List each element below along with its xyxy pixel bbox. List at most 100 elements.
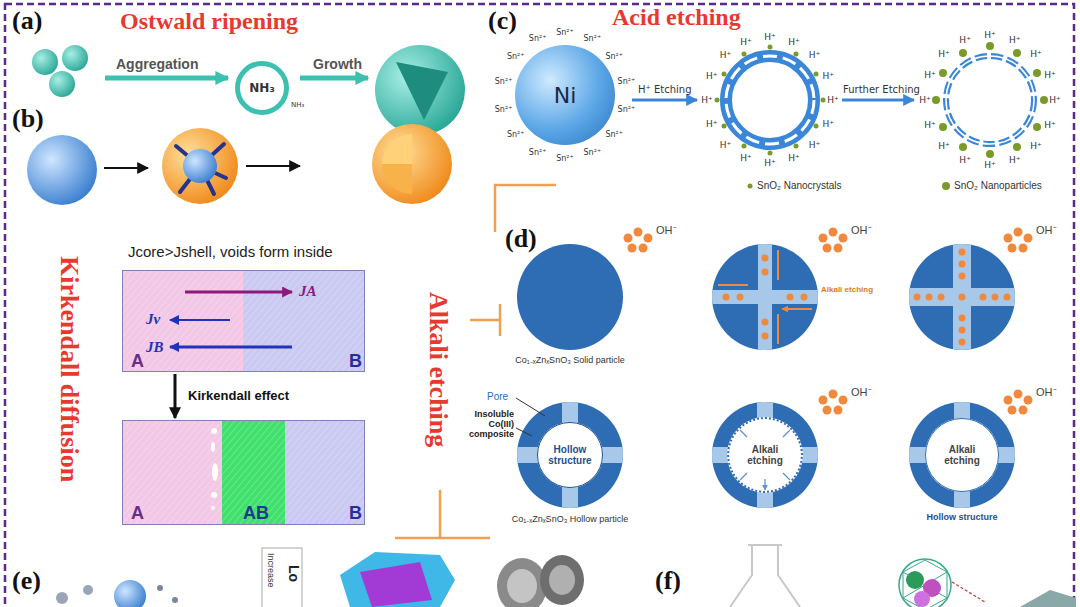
node-text: JA <box>299 283 317 300</box>
nanocrystal <box>794 144 799 149</box>
process-arrow <box>105 76 228 81</box>
ion-label: OH⁻ <box>656 222 677 237</box>
hydroxide-dot <box>762 255 769 262</box>
ion-label: Sn²⁺ <box>556 28 574 37</box>
nanocrystal <box>768 45 773 50</box>
hydroxide-dot <box>1008 406 1017 415</box>
nanoparticle <box>986 150 994 158</box>
nanocrystal <box>715 98 720 103</box>
panel-title: Acid etching <box>612 4 741 31</box>
tem-particle <box>549 565 575 595</box>
ion-label: H⁺ <box>788 37 800 47</box>
hydroxide-dot <box>914 294 921 301</box>
etched-shell <box>726 56 814 144</box>
legend-note: SnO₂ Nanoparticles <box>954 180 1042 191</box>
hydroxide-dot <box>639 244 648 253</box>
etching-particle <box>712 244 818 350</box>
node-text: JB <box>146 339 164 356</box>
legend-dot <box>942 182 950 190</box>
ion-label: H⁺ <box>809 50 821 60</box>
panel-title: Kirkendall diffusion <box>54 256 84 482</box>
hydroxide-dot <box>801 294 808 301</box>
process-arrow <box>300 76 368 81</box>
ion-label: Sn²⁺ <box>507 51 525 60</box>
ion-label: H⁺ <box>809 140 821 150</box>
ion-label: H⁺ <box>1044 120 1056 130</box>
ion-label: H⁺ <box>822 119 834 129</box>
nanocrystals <box>715 45 826 156</box>
nanocrystal <box>794 52 799 57</box>
node-text: Jv <box>146 311 160 328</box>
template-sphere <box>114 580 146 607</box>
ion-label: Sn²⁺ <box>584 34 602 43</box>
axis-label: Lo <box>286 565 302 582</box>
core-sphere <box>183 149 217 183</box>
hydroxide-dot <box>762 319 769 326</box>
callout-label: Pore <box>487 391 508 402</box>
node-text: Alkali etching <box>736 444 794 466</box>
legend-dot <box>748 184 753 189</box>
hollow-particle <box>712 402 818 508</box>
ion-label: H⁺ <box>924 120 936 130</box>
etch-arrow <box>740 430 790 490</box>
hydroxide-dot <box>787 294 794 301</box>
hydroxide-dot <box>1004 294 1011 301</box>
arrow-label: Aggregation <box>116 56 198 72</box>
flask <box>730 545 800 607</box>
ion-label: Sn²⁺ <box>618 105 636 114</box>
hydroxide-dot <box>628 244 637 253</box>
node-text: AB <box>243 503 269 524</box>
ion-label: H⁺ <box>1044 70 1056 80</box>
ion-label: H⁺ <box>720 140 732 150</box>
panel-title: Ostwald ripening <box>120 8 298 35</box>
hollow-core: Hollow structure <box>537 422 603 488</box>
void <box>211 428 217 434</box>
tem-particle <box>540 555 584 605</box>
process-arrow <box>842 99 914 102</box>
nanoparticle <box>959 49 967 57</box>
bracket <box>395 490 490 538</box>
nanoparticle <box>49 71 75 97</box>
precursor <box>157 585 163 591</box>
hydroxide-dot <box>839 234 848 243</box>
node-text: Alkali etching <box>933 444 991 466</box>
hydroxide-dot <box>624 234 633 243</box>
bracket <box>495 185 556 232</box>
nanoparticle <box>1013 143 1021 151</box>
etched-shell <box>946 56 1034 144</box>
hatch <box>122 420 365 525</box>
nanoparticle <box>62 45 88 71</box>
nanocrystal <box>722 124 727 129</box>
void <box>212 463 218 481</box>
etching-core: Alkali etching <box>925 418 999 492</box>
arrow-label: Alkali etching <box>820 285 874 294</box>
ion-label: Sn²⁺ <box>495 76 513 85</box>
ion-label: H⁺ <box>938 141 950 151</box>
cage <box>899 559 951 607</box>
arrow-label: Kirkendall effect <box>188 388 289 403</box>
panel-label: (e) <box>12 566 41 596</box>
process-arrow <box>104 167 148 169</box>
hydroxide-dot <box>959 339 966 346</box>
hydroxide-dot <box>1019 406 1028 415</box>
hollow-sphere <box>372 124 452 204</box>
nanoparticle <box>939 69 947 77</box>
ion-label: Sn²⁺ <box>529 34 547 43</box>
polyhedron-core <box>360 562 432 607</box>
panel-label: (c) <box>488 6 517 36</box>
diffusion-spikes <box>176 144 226 194</box>
molecule-label: NH₃ <box>291 101 304 109</box>
legend-note: SnO₂ Nanocrystals <box>757 180 841 191</box>
ion-label: Sn²⁺ <box>556 154 574 163</box>
hydroxide-dot <box>1014 390 1023 399</box>
node-text: Ni <box>554 83 577 108</box>
ion-label: H⁺ <box>1009 155 1021 165</box>
ion-label: H⁺ <box>1030 141 1042 151</box>
shell-sphere <box>162 128 238 204</box>
void <box>211 492 217 498</box>
node-text: B <box>349 503 362 524</box>
node-text: A <box>131 503 144 524</box>
hollow-particle <box>517 402 623 508</box>
hydroxide-dot <box>737 294 744 301</box>
panel-label: (b) <box>12 104 44 134</box>
